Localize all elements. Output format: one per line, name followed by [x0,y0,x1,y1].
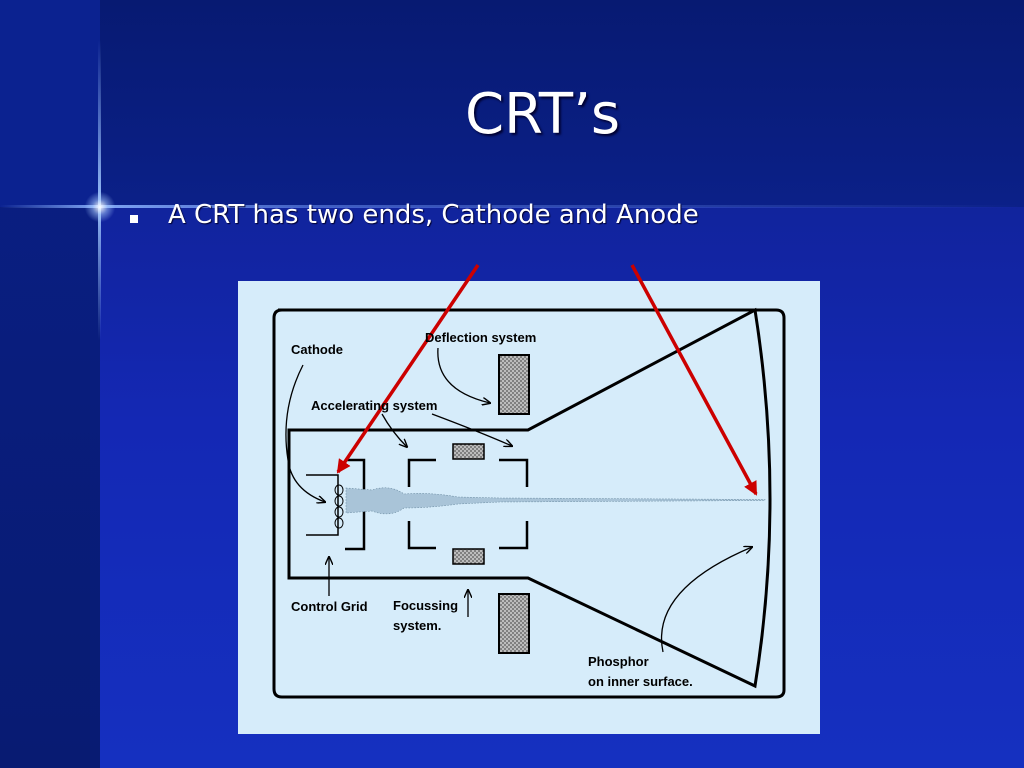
label-accelerating-system: Accelerating system [311,398,437,413]
electron-beam [345,487,766,515]
bullet-text: A CRT has two ends, Cathode and Anode [168,200,699,230]
inner-deflection-plate-top [452,443,485,460]
light-flare-vertical [98,40,101,340]
square-bullet-icon [130,215,138,223]
label-focussing-system: system. [393,618,441,633]
slide-title: CRT’s [464,82,621,147]
corner-band [0,0,100,207]
red-arrow-anode [630,264,758,496]
label-control-grid: Control Grid [291,599,368,614]
deflection-plate-bottom [498,593,530,654]
label-deflection-system: Deflection system [425,330,536,345]
light-flare-horizontal [0,205,1024,208]
inner-deflection-plate-bottom [452,548,485,565]
label-phosphor-surface: on inner surface. [588,674,693,689]
light-flare-core [84,192,116,222]
cathode-assembly [306,474,344,536]
label-focussing: Focussing [393,598,458,613]
label-cathode: Cathode [291,342,343,357]
tube-outline [287,307,772,689]
deflection-plate-top [498,354,530,415]
title-band [100,0,1024,207]
focussing-electrodes [407,458,529,550]
label-pointers [285,347,752,653]
outer-frame [272,308,786,699]
label-phosphor: Phosphor [588,654,649,669]
red-arrow-cathode [336,264,480,474]
